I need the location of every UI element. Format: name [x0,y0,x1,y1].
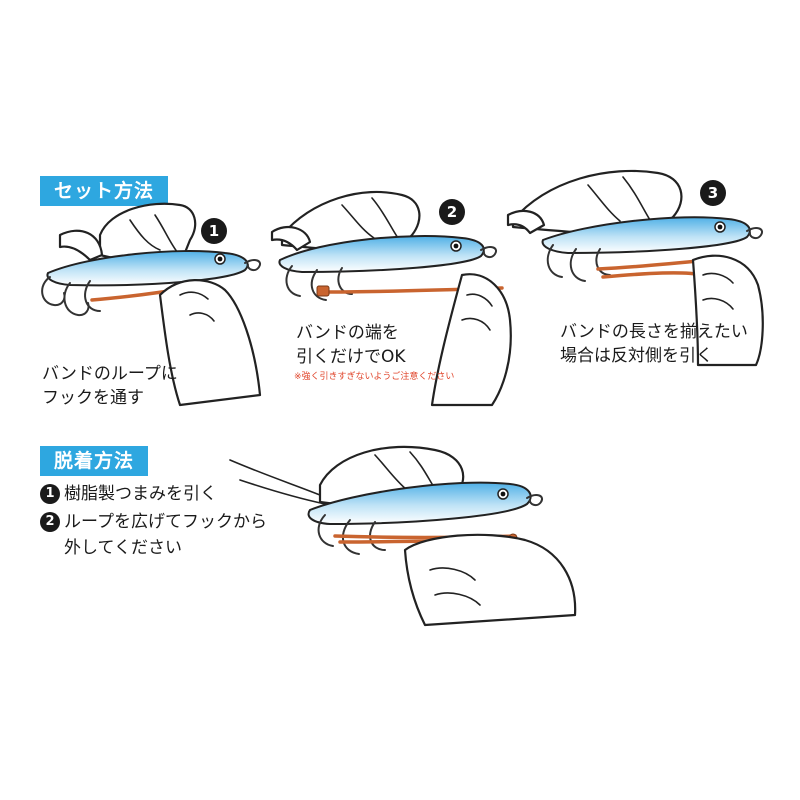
step3-number: 3 [700,180,726,206]
step1-caption-line1: バンドのループに [42,364,178,384]
step3-lure [541,216,751,255]
step1-caption-line2: フックを通す [42,388,144,408]
step2-number: 2 [439,199,465,225]
step3-illustration [506,169,764,367]
step2-lure [278,235,485,274]
removal-lure [307,481,532,526]
set-method-label: セット方法 [40,176,169,206]
remove-step1-number: 1 [40,484,60,504]
removal-front-hand [403,533,577,627]
step2-illustration [270,190,512,407]
remove-method-label: 脱着方法 [40,446,149,476]
step2-caption-line2: 引くだけでOK [296,347,406,367]
remove-step2-number: 2 [40,512,60,532]
step1-illustration [41,202,262,407]
remove-step2-text-line1: ループを広げてフックから [64,512,267,532]
step2-front-hand [430,273,512,407]
step3-band-b [601,271,705,279]
step2-caption-line1: バンドの端を [296,323,399,343]
step3-band-a [596,258,710,271]
removal-illustration [229,445,577,627]
step3-caption-line2: 場合は反対側を引く [560,346,713,366]
step2-warning: ※強く引きすぎないようご注意ください [294,372,455,382]
remove-step2-text-line2: 外してください [64,538,182,558]
step1-front-hand [158,279,262,407]
step3-front-hand [691,254,764,367]
step3-caption-line1: バンドの長さを揃えたい [560,322,748,342]
remove-step1-text: 樹脂製つまみを引く [64,484,217,504]
step1-number: 1 [201,218,227,244]
